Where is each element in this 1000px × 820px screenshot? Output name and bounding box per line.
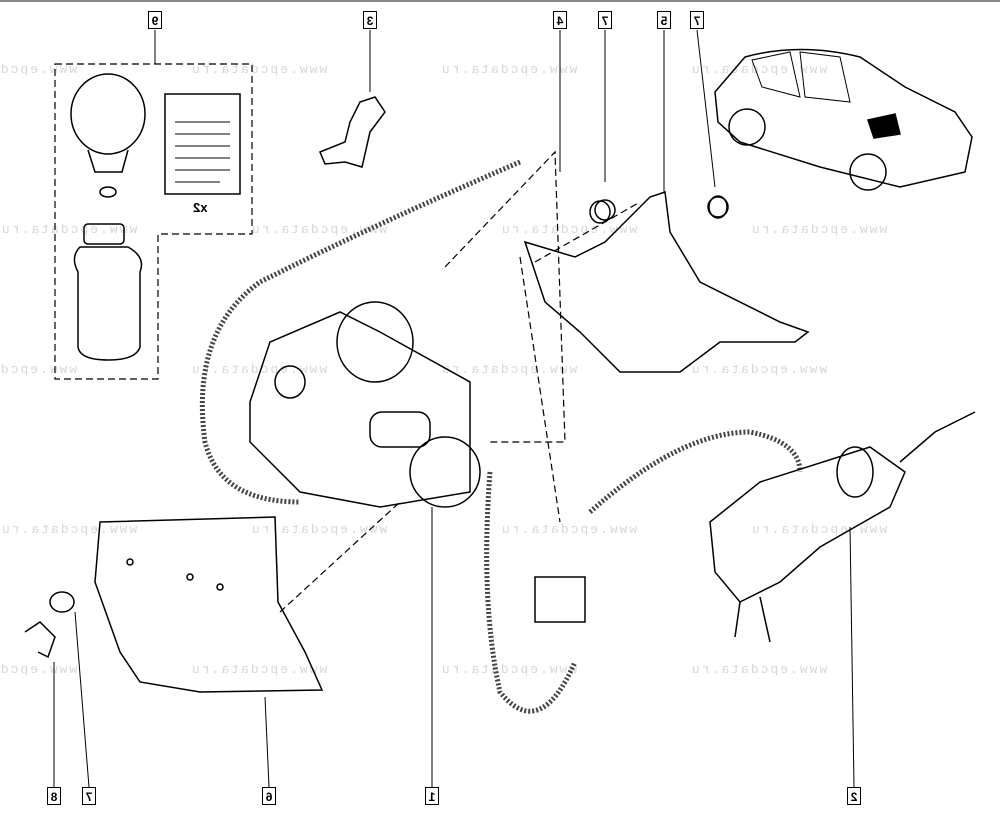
cover-drawing xyxy=(94,516,324,693)
callout-4: 4 xyxy=(553,11,567,29)
callout-2: 2 xyxy=(847,787,861,805)
small-parts-drawing xyxy=(24,195,728,659)
leader-lines xyxy=(53,29,855,788)
card-multiplier: x2 xyxy=(193,200,208,215)
pump-unit-drawing xyxy=(249,301,481,508)
callout-1: 1 xyxy=(425,787,439,805)
callout-9: 9 xyxy=(148,11,162,29)
cables xyxy=(199,159,803,714)
callout-7-bottom: 7 xyxy=(82,787,96,805)
callout-5: 5 xyxy=(657,11,671,29)
dashed-outlines xyxy=(54,63,641,613)
service-kit-drawing xyxy=(70,73,241,361)
callout-7-top-left: 7 xyxy=(598,11,612,29)
steering-lock-drawing xyxy=(709,411,976,643)
callout-6: 6 xyxy=(262,787,276,805)
callout-8: 8 xyxy=(47,787,61,805)
vehicle-silhouette xyxy=(714,48,973,191)
mounting-bracket-drawing xyxy=(523,190,810,373)
callout-3: 3 xyxy=(363,11,377,29)
callout-7-top-right: 7 xyxy=(690,11,704,29)
clip-bracket-drawing xyxy=(319,96,386,168)
